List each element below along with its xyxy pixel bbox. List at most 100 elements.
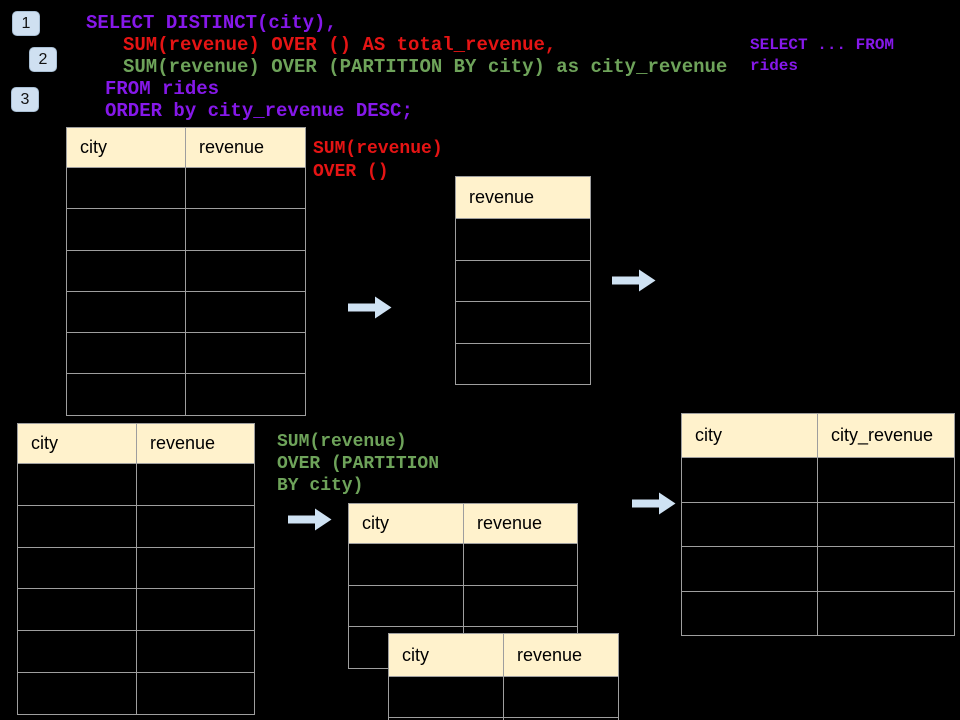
- column-header: city: [389, 634, 504, 677]
- table-cell-empty: [67, 291, 186, 334]
- column-header: revenue: [456, 177, 591, 219]
- table-cell-empty: [818, 458, 955, 503]
- column-header: revenue: [504, 634, 619, 677]
- table-cell-empty: [137, 547, 255, 590]
- table-row: [682, 547, 955, 592]
- table-cell-empty: [137, 464, 255, 506]
- table-cell-empty: [137, 505, 255, 548]
- table-cell-empty: [349, 544, 464, 586]
- code-line: SUM(revenue) OVER () AS total_revenue,: [123, 34, 557, 56]
- code-line: SUM(revenue): [277, 432, 407, 452]
- arrow-right-icon: [348, 296, 392, 319]
- table-row: [18, 464, 255, 506]
- table-cell-empty: [18, 464, 137, 506]
- column-header: revenue: [186, 128, 306, 168]
- code-line: SELECT ... FROM: [750, 36, 895, 54]
- table-row: [18, 672, 255, 715]
- column-header: city: [349, 504, 464, 544]
- column-header: revenue: [464, 504, 578, 544]
- table-row: [349, 585, 578, 628]
- table-cell-empty: [186, 333, 306, 375]
- from-clause-note: SELECT ... FROM rides: [750, 35, 894, 77]
- code-line: rides: [750, 57, 799, 75]
- table-header-row: revenue: [456, 177, 591, 219]
- table-row: [18, 505, 255, 548]
- table-row: [18, 631, 255, 673]
- table-row: [456, 302, 591, 344]
- table-cell-empty: [186, 250, 306, 292]
- table-cell-empty: [67, 209, 186, 251]
- table-cell-empty: [18, 589, 137, 632]
- table-cell-empty: [186, 168, 306, 210]
- code-line: SUM(revenue): [313, 139, 443, 159]
- table-row: [67, 168, 306, 210]
- table-cell-empty: [682, 502, 818, 547]
- table-row: [389, 677, 619, 718]
- arrow-right-icon: [632, 492, 676, 515]
- table-row: [682, 458, 955, 503]
- table-row: [456, 219, 591, 261]
- table-cell-empty: [504, 677, 619, 718]
- column-header: city: [18, 424, 137, 464]
- table-cell-empty: [186, 291, 306, 334]
- table-cell-empty: [464, 585, 578, 628]
- table-cell-empty: [464, 544, 578, 586]
- table-result-total-revenue: revenue: [455, 176, 591, 385]
- table-cell-empty: [137, 672, 255, 715]
- code-line: SELECT DISTINCT(city),: [86, 12, 337, 34]
- table-row: [456, 260, 591, 302]
- table-cell-empty: [682, 547, 818, 592]
- step-badge-2: 2: [29, 47, 57, 72]
- table-cell-empty: [389, 677, 504, 718]
- table-cell-empty: [456, 343, 591, 385]
- table-cell-empty: [186, 209, 306, 251]
- table-row: [67, 209, 306, 251]
- table-cell-empty: [67, 250, 186, 292]
- code-line: FROM rides: [105, 78, 220, 100]
- table-row: [456, 343, 591, 385]
- table-cell-empty: [18, 631, 137, 673]
- table-row: [67, 291, 306, 334]
- table-cell-empty: [18, 547, 137, 590]
- sql-query-code: SELECT DISTINCT(city),SUM(revenue) OVER …: [86, 12, 727, 122]
- step-badge-3: 3: [11, 87, 39, 112]
- table-row: [18, 589, 255, 632]
- table-cell-empty: [137, 589, 255, 632]
- table-row: [682, 502, 955, 547]
- table-row: [67, 333, 306, 375]
- code-line: OVER (PARTITION: [277, 454, 440, 474]
- table-row: [67, 374, 306, 416]
- step-badge-1: 1: [12, 11, 40, 36]
- table-row: [18, 547, 255, 590]
- table-cell-empty: [818, 502, 955, 547]
- column-header: revenue: [137, 424, 255, 464]
- table-cell-empty: [456, 302, 591, 344]
- total-revenue-annotation: SUM(revenue) OVER (): [313, 138, 443, 184]
- table-row: [67, 250, 306, 292]
- table-cell-empty: [67, 333, 186, 375]
- code-line: SUM(revenue) OVER (PARTITION BY city) as…: [123, 56, 728, 78]
- column-header: city: [67, 128, 186, 168]
- arrow-right-icon: [288, 508, 332, 531]
- table-cell-empty: [67, 168, 186, 210]
- arrow-right-icon: [612, 269, 656, 292]
- column-header: city_revenue: [818, 414, 955, 458]
- code-line: BY city): [277, 476, 364, 496]
- table-cell-empty: [389, 718, 504, 720]
- code-line: OVER (): [313, 162, 389, 182]
- table-row: [349, 544, 578, 586]
- table-cell-empty: [18, 505, 137, 548]
- table-cell-empty: [186, 374, 306, 416]
- table-cell-empty: [818, 547, 955, 592]
- table-cell-empty: [18, 672, 137, 715]
- table-cell-empty: [818, 591, 955, 636]
